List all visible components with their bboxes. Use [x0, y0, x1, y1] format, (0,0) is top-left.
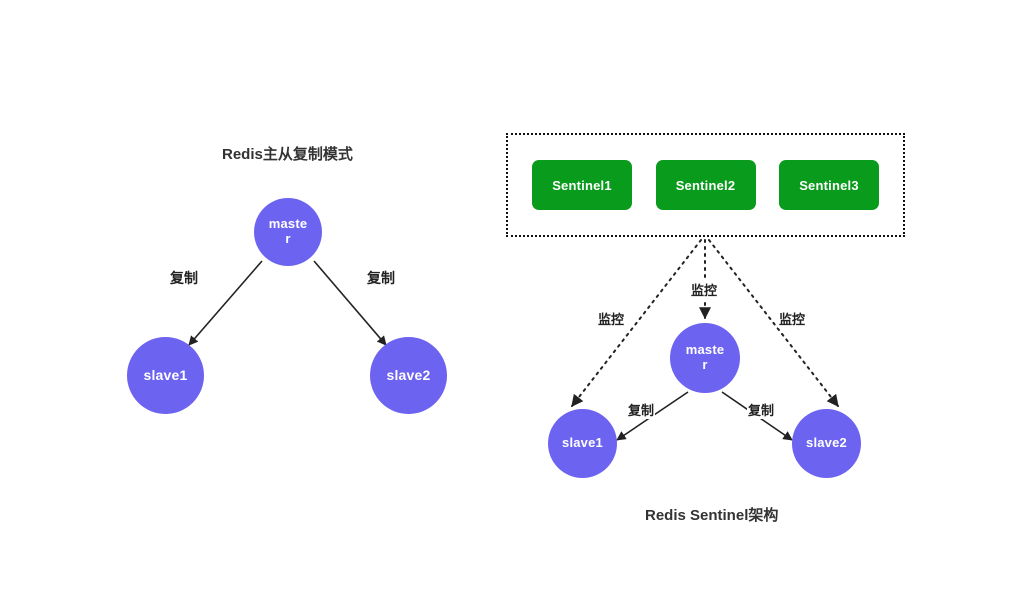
edge-label-replicate-right-2: 复制 — [747, 400, 776, 419]
diagram-title-sentinel: Redis Sentinel架构 — [645, 507, 779, 524]
edge-master-to-slave1 — [188, 260, 263, 346]
node-slave2-left[interactable]: slave2 — [370, 337, 447, 414]
node-label: slave2 — [386, 367, 431, 384]
edge-label-replicate-left-1: 复制 — [169, 268, 199, 288]
edge-label-replicate-right-1: 复制 — [627, 400, 656, 419]
sentinel-cluster-box: Sentinel1 Sentinel2 Sentinel3 — [506, 133, 905, 237]
diagram-title-master-slave: Redis主从复制模式 — [222, 146, 353, 163]
node-master-left[interactable]: master — [254, 198, 322, 266]
sentinel-node-2[interactable]: Sentinel2 — [655, 160, 756, 210]
edge-label-monitor-right: 监控 — [778, 309, 807, 328]
node-slave1-right[interactable]: slave1 — [548, 409, 617, 478]
node-master-right[interactable]: master — [670, 323, 740, 393]
node-slave2-right[interactable]: slave2 — [792, 409, 861, 478]
node-slave1-left[interactable]: slave1 — [127, 337, 204, 414]
node-label: slave1 — [143, 367, 188, 384]
edge-label-monitor-center: 监控 — [690, 280, 719, 299]
edge-label-monitor-left: 监控 — [597, 309, 626, 328]
node-label: slave1 — [562, 435, 603, 451]
sentinel-label: Sentinel1 — [552, 177, 612, 193]
sentinel-label: Sentinel2 — [675, 177, 736, 193]
edge-label-replicate-left-2: 复制 — [366, 268, 396, 288]
node-label: slave2 — [806, 435, 847, 451]
node-label: master — [685, 342, 725, 372]
sentinel-label: Sentinel3 — [799, 177, 859, 193]
sentinel-node-1[interactable]: Sentinel1 — [532, 160, 632, 210]
node-label: master — [268, 216, 308, 246]
sentinel-node-3[interactable]: Sentinel3 — [779, 160, 879, 210]
